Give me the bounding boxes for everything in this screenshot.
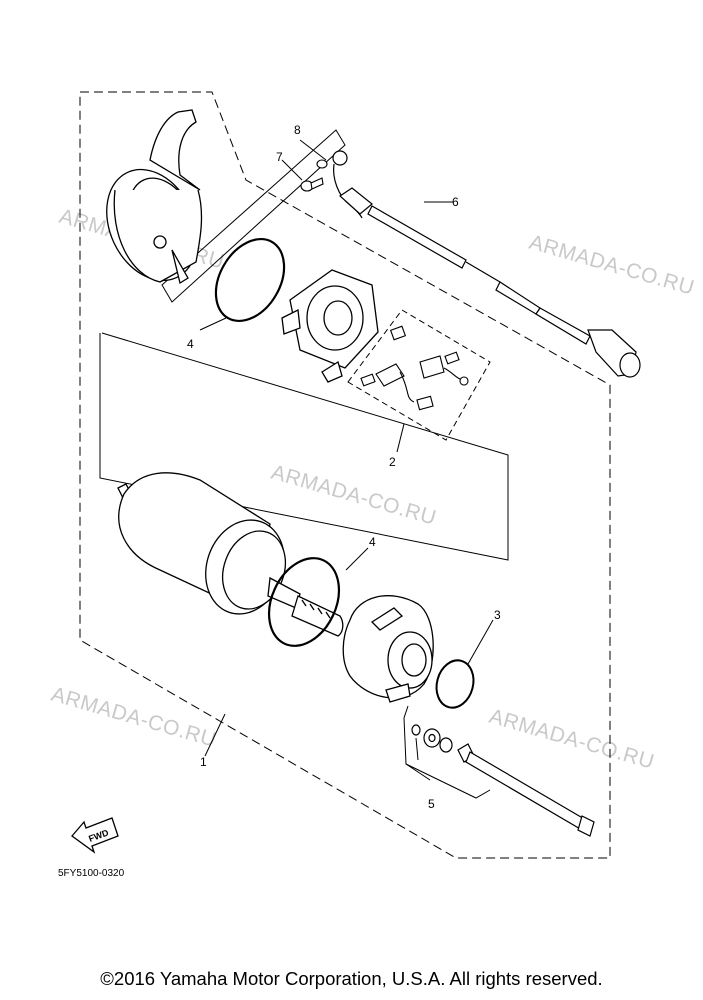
leader-lines bbox=[199, 139, 494, 799]
through-bolt-kit bbox=[411, 724, 595, 837]
callout-3: 3 bbox=[494, 608, 501, 622]
callout-1: 1 bbox=[200, 755, 207, 769]
watermark: ARMADA-CO.RU bbox=[527, 231, 697, 300]
callout-6: 6 bbox=[452, 195, 459, 209]
brush-set bbox=[360, 325, 469, 411]
rear-cover bbox=[342, 595, 434, 703]
bolt-7 bbox=[300, 177, 324, 192]
callout-7: 7 bbox=[276, 150, 283, 164]
brush-holder-plate bbox=[281, 269, 379, 383]
washer-8 bbox=[316, 159, 328, 169]
callout-5: 5 bbox=[428, 797, 435, 811]
starter-motor-yoke bbox=[117, 472, 344, 637]
callout-4-middle: 4 bbox=[369, 535, 376, 549]
starter-cable bbox=[332, 150, 641, 378]
callout-2: 2 bbox=[389, 455, 396, 469]
brush-group-frame bbox=[161, 129, 346, 303]
callout-4-upper: 4 bbox=[187, 337, 194, 351]
diagram-part-code: 5FY5100-0320 bbox=[58, 868, 125, 879]
brush-set-dashed-box bbox=[347, 309, 491, 441]
o-ring-upper bbox=[214, 237, 286, 323]
motor-frame-outline bbox=[99, 332, 509, 561]
o-ring-small bbox=[435, 659, 475, 709]
o-ring-middle bbox=[267, 557, 341, 647]
copyright-notice: ©2016 Yamaha Motor Corporation, U.S.A. A… bbox=[100, 968, 603, 989]
watermark: ARMADA-CO.RU bbox=[49, 683, 219, 752]
assembly-boundary-dashed bbox=[79, 91, 611, 859]
callout-8: 8 bbox=[294, 123, 301, 137]
watermark: ARMADA-CO.RU bbox=[487, 705, 657, 774]
fwd-arrow-icon: FWD bbox=[71, 817, 119, 854]
watermark: ARMADA-CO.RU bbox=[269, 461, 439, 530]
front-cover bbox=[106, 109, 203, 285]
